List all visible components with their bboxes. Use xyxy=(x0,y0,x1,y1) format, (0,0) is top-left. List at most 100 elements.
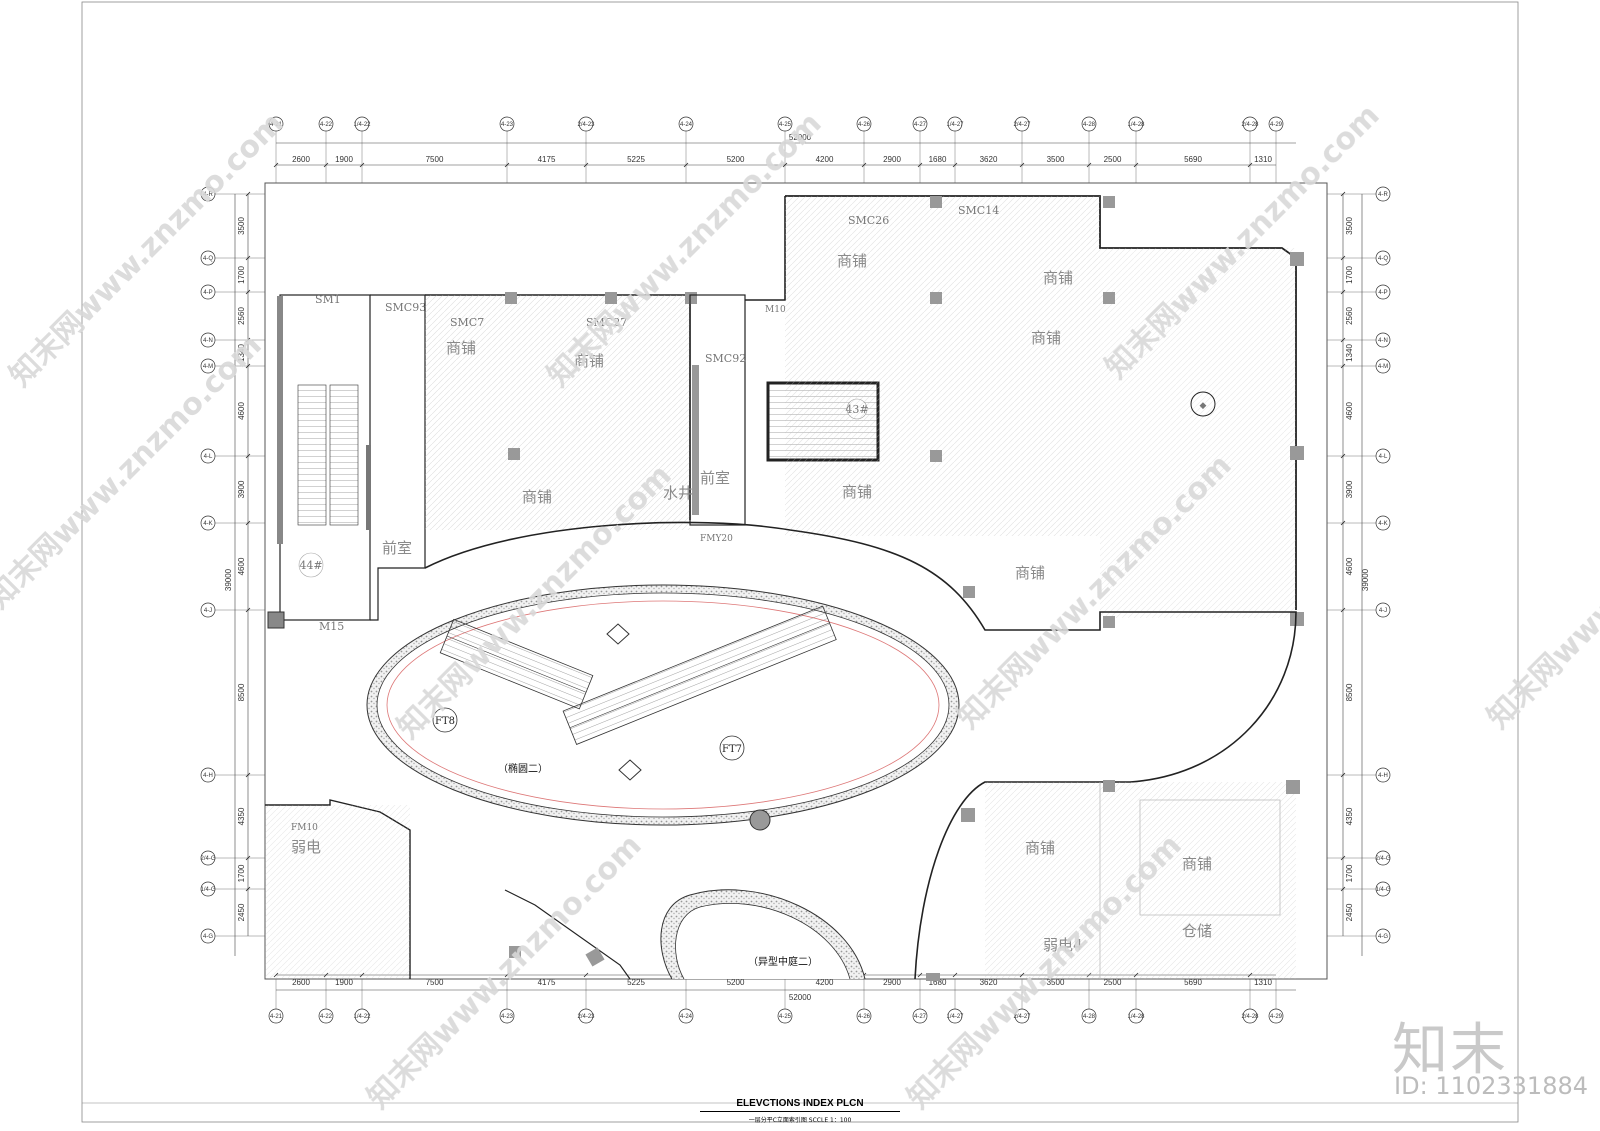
dimension-label: 2900 xyxy=(883,978,901,987)
axis-label: 4-J xyxy=(1379,608,1387,614)
dimension-label: 1310 xyxy=(1254,978,1272,987)
dimension-label: 2450 xyxy=(1345,903,1354,921)
m10-code: M10 xyxy=(765,305,786,315)
dimension-label: 5200 xyxy=(727,978,745,987)
axis-label: 4-28 xyxy=(1083,122,1096,128)
axis-label: 2/4-28 xyxy=(1241,122,1259,128)
fmy20-code: FMY20 xyxy=(700,534,733,544)
dimension-label: 2600 xyxy=(292,155,310,164)
smc7-code: SMC7 xyxy=(450,316,484,329)
drawing-title-block: ELEVCTIONS INDEX PLCN 一层分平C立面索引图 SCCLE 1… xyxy=(700,1098,900,1124)
dimension-label: 4600 xyxy=(1345,402,1354,420)
dimension-label: 5690 xyxy=(1184,978,1202,987)
shop-label-1: 商铺 xyxy=(446,339,476,357)
sheet-frame xyxy=(81,1,1519,1123)
axis-label: 2/4-27 xyxy=(1013,1014,1031,1020)
axis-label: 1/4-27 xyxy=(946,1014,964,1020)
shop-block-upper-right: 商铺 商铺 商铺 商铺 商铺 SMC26 SMC14 ◆ xyxy=(745,195,1304,628)
dimension-label: 4200 xyxy=(816,155,834,164)
dimension-label: 2500 xyxy=(1104,155,1122,164)
shop-label-8: 商铺 xyxy=(1015,564,1045,582)
axis-label: 2/4-G xyxy=(200,856,215,862)
dimension-label: 3500 xyxy=(1047,155,1065,164)
shop-label-5: 商铺 xyxy=(1043,269,1073,287)
axis-label: 4-Q xyxy=(1378,256,1388,262)
axis-label: 4-N xyxy=(203,338,213,344)
fm10-code: FM10 xyxy=(291,823,318,833)
axis-label: 2/4-G xyxy=(1375,856,1390,862)
shop-label-4: 商铺 xyxy=(837,252,867,270)
dimension-label: 1700 xyxy=(1345,266,1354,284)
index-symbol-tag: ◆ xyxy=(1200,401,1207,411)
dimension-label: 3500 xyxy=(237,217,246,235)
dimension-label: 3620 xyxy=(980,155,998,164)
dimension-label: 4600 xyxy=(237,402,246,420)
front-room-label-2: 前室 xyxy=(700,469,730,487)
left-axis-labels: 4-R4-Q4-P4-N4-M4-L4-K4-J4-H2/4-G1/4-G4-G xyxy=(200,186,265,944)
axis-label: 1/4-G xyxy=(1375,887,1390,893)
shop-label-9: 商铺 xyxy=(1025,839,1055,857)
axis-label: 2/4-27 xyxy=(1013,122,1031,128)
axis-label: 4-28 xyxy=(1083,1014,1096,1020)
total-dim-right: 39000 xyxy=(1361,568,1370,591)
axis-label: 4-22 xyxy=(320,1014,333,1020)
axis-label: 4-L xyxy=(1379,454,1388,460)
drawing-subtitle: 一层分平C立面索引图 SCCLE 1：100 xyxy=(748,1117,852,1124)
weak-elec4-label: 弱电4 xyxy=(1043,936,1083,954)
dimension-label: 4350 xyxy=(1345,807,1354,825)
stair-44-label: 44# xyxy=(299,559,322,572)
smc14-code: SMC14 xyxy=(958,204,999,217)
axis-label: 4-25 xyxy=(779,1014,792,1020)
ellipse-atrium-label: （椭圆二） xyxy=(498,762,548,775)
drawing-title: ELEVCTIONS INDEX PLCN xyxy=(700,1098,900,1112)
dimension-label: 1900 xyxy=(335,155,353,164)
axis-label: 4-23 xyxy=(501,122,514,128)
axis-label: 1/4-22 xyxy=(353,1014,371,1020)
axis-label: 1/4-22 xyxy=(353,122,371,128)
axis-label: 4-25 xyxy=(779,122,792,128)
lower-left-rooms: 弱电 FM10 xyxy=(265,799,631,980)
axis-label: 4-27 xyxy=(914,122,927,128)
shop-block-upper-left: 商铺 商铺 商铺 SMC7 SMC27 xyxy=(425,292,697,530)
total-dim-bottom: 52000 xyxy=(789,993,812,1002)
axis-label: 4-J xyxy=(204,608,212,614)
axis-label: 4-26 xyxy=(858,122,871,128)
axis-label: 4-K xyxy=(1378,521,1387,527)
atrium-curved-wall xyxy=(424,521,1297,980)
dimension-label: 3500 xyxy=(1345,217,1354,235)
axis-label: 4-N xyxy=(1378,338,1388,344)
axis-label: 4-Q xyxy=(203,256,213,262)
shop-label-3: 商铺 xyxy=(522,488,552,506)
m15-code: M15 xyxy=(319,620,344,633)
ft7-code: FT7 xyxy=(722,744,742,755)
brand-id: ID: 1102331884 xyxy=(1394,1072,1588,1100)
dimension-label: 2500 xyxy=(1104,978,1122,987)
axis-label: 4-21 xyxy=(270,122,283,128)
smc26-code: SMC26 xyxy=(848,214,889,227)
axis-label: 4-24 xyxy=(680,122,693,128)
dimension-label: 4600 xyxy=(237,557,246,575)
shop-label-7: 商铺 xyxy=(842,483,872,501)
dimension-label: 4600 xyxy=(1345,557,1354,575)
axis-label: 4-M xyxy=(203,364,213,370)
axis-label: 1/4-27 xyxy=(946,122,964,128)
axis-label: 4-24 xyxy=(680,1014,693,1020)
front-room-label-1: 前室 xyxy=(382,539,412,557)
dimension-label: 5690 xyxy=(1184,155,1202,164)
smc27-code: SMC27 xyxy=(586,316,627,329)
dimension-label: 8500 xyxy=(237,683,246,701)
shop-block-lower-right: 商铺 商铺 仓储 弱电4 xyxy=(926,780,1300,981)
dimension-label: 4175 xyxy=(538,978,556,987)
dimension-label: 1700 xyxy=(237,266,246,284)
axis-label: 4-23 xyxy=(501,1014,514,1020)
dimension-label: 2560 xyxy=(237,307,246,325)
shop-label-2: 商铺 xyxy=(574,352,604,370)
dimension-label: 1340 xyxy=(237,344,246,362)
axis-label: 4-H xyxy=(203,773,213,779)
axis-label: 4-R xyxy=(1378,192,1388,198)
storage-label: 仓储 xyxy=(1182,922,1212,940)
axis-label: 4-M xyxy=(1378,364,1388,370)
dimension-label: 3620 xyxy=(980,978,998,987)
water-well-label: 水井 xyxy=(663,484,693,502)
